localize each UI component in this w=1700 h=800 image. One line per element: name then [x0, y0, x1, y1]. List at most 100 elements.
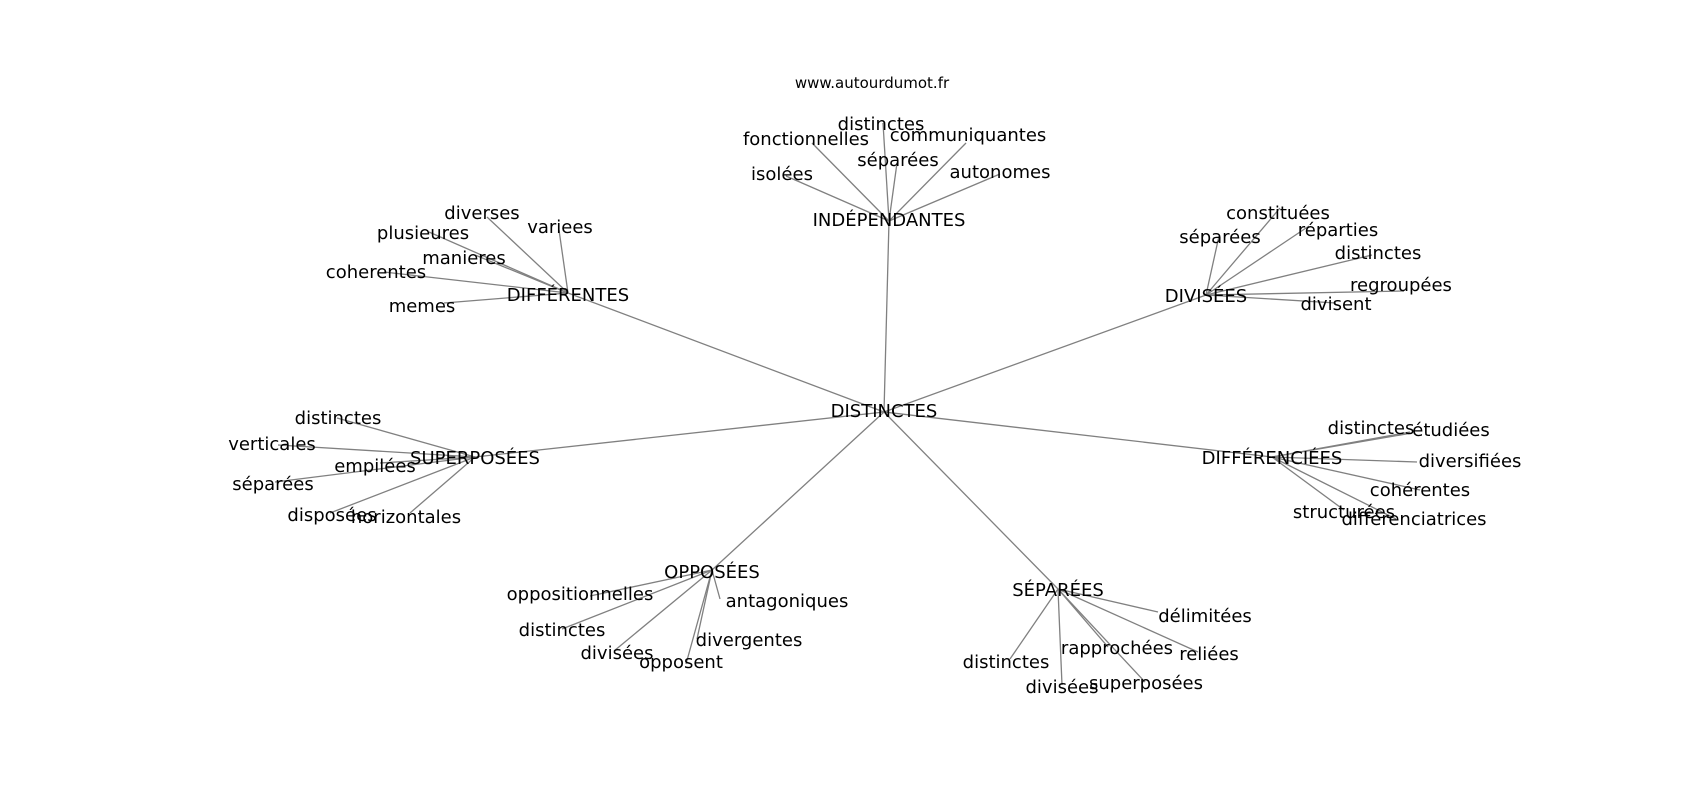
edge-center-to-hub [567, 292, 885, 413]
word-node: opposent [639, 652, 723, 673]
word-node: distinctes [1335, 243, 1422, 264]
edge-hub-to-word [474, 254, 569, 294]
edge-hub-to-word [785, 175, 890, 222]
word-node: fonctionnelles [743, 129, 869, 150]
cluster-node: SÉPARÉES [1012, 579, 1104, 601]
edge-hub-to-word [1205, 254, 1373, 296]
edge-hub-to-word [613, 569, 713, 652]
edge-center-to-hub [883, 294, 1207, 413]
edge-hub-to-word [486, 216, 569, 294]
word-node: divisées [581, 643, 654, 664]
cluster-node: DIFFÉRENCIÉES [1202, 447, 1343, 469]
edge-hub-to-word [1271, 432, 1413, 458]
word-node: manieres [422, 248, 506, 269]
edge-hub-to-word [1205, 290, 1405, 296]
edge-hub-to-word [1057, 588, 1159, 613]
edge-center-to-hub [883, 411, 1059, 590]
word-node: memes [389, 296, 456, 317]
word-node: distinctes [519, 620, 606, 641]
edge-hub-to-word [329, 456, 476, 514]
edge-hub-to-word [888, 173, 1001, 222]
word-node: distinctes [1328, 418, 1415, 439]
word-node: cohérentes [1370, 480, 1470, 501]
edge-hub-to-word [888, 142, 967, 222]
word-node: séparées [1179, 227, 1260, 248]
word-node: distinctes [963, 652, 1050, 673]
edge-hub-to-word [274, 456, 476, 483]
edge-hub-to-word [1271, 456, 1397, 520]
word-node: superposées [1089, 673, 1203, 694]
edge-hub-to-word [1271, 456, 1418, 463]
word-node: horizontales [351, 507, 461, 528]
edge-center-to-hub [883, 220, 890, 413]
edge-hub-to-word [277, 444, 476, 458]
edge-hub-to-word [1271, 456, 1345, 511]
edge-hub-to-word [379, 456, 476, 464]
word-node: séparées [232, 474, 313, 495]
edge-hub-to-word [1205, 207, 1281, 296]
word-node: délimitées [1158, 606, 1252, 627]
edge-hub-to-word [558, 229, 569, 294]
word-node: réparties [1298, 220, 1378, 241]
cluster-node: SUPERPOSÉES [410, 447, 540, 469]
edge-hub-to-word [383, 271, 569, 294]
word-node: regroupées [1350, 275, 1452, 296]
word-node: oppositionnelles [507, 584, 654, 605]
cluster-node: DIVISÉES [1165, 285, 1247, 307]
word-node: différenciatrices [1341, 509, 1486, 530]
word-node: divergentes [696, 630, 803, 651]
edge-hub-to-word [811, 142, 890, 222]
word-node: divisées [1026, 677, 1099, 698]
word-node: coherentes [326, 262, 426, 283]
word-node: séparées [857, 150, 938, 171]
edge-center-to-hub [474, 411, 885, 458]
edge-hub-to-word [882, 122, 890, 222]
word-node: structurées [1293, 502, 1395, 523]
word-node: autonomes [950, 162, 1051, 183]
word-node: reliées [1179, 644, 1239, 665]
word-node: étudiées [1412, 420, 1490, 441]
word-node: disposées [287, 505, 376, 526]
edge-center-to-hub [883, 411, 1273, 458]
site-url: www.autourdumot.fr [795, 74, 950, 92]
edge-hub-to-word [336, 417, 476, 458]
edges-layer [274, 122, 1421, 686]
word-node: plusieures [377, 223, 469, 244]
word-node: variees [527, 217, 593, 238]
edge-hub-to-word [443, 292, 569, 304]
word-node: constituées [1226, 203, 1330, 224]
word-node: isolées [751, 164, 813, 185]
word-node: verticales [228, 434, 316, 455]
cluster-node: INDÉPENDANTES [813, 209, 966, 231]
edge-hub-to-word [1205, 294, 1337, 304]
edge-hub-to-word [1205, 225, 1310, 296]
edge-hub-to-word [1271, 456, 1421, 491]
edge-hub-to-word [409, 456, 476, 514]
word-node: diverses [444, 203, 519, 224]
word-node: diversifiées [1419, 451, 1522, 472]
word-node: distinctes [295, 408, 382, 429]
edge-hub-to-word [711, 569, 721, 600]
edge-hub-to-word [561, 569, 713, 630]
word-node: communiquantes [890, 125, 1047, 146]
edge-hub-to-word [1057, 588, 1063, 686]
word-node: antagoniques [726, 591, 849, 612]
edge-hub-to-word [1205, 235, 1220, 296]
edge-center-to-hub [711, 411, 885, 571]
word-node: divisent [1301, 294, 1372, 315]
cluster-node: OPPOSÉES [664, 561, 760, 583]
cluster-node: DIFFÉRENTES [507, 284, 629, 306]
word-node: empilées [334, 456, 416, 477]
edge-hub-to-word [1009, 588, 1059, 660]
center-node: DISTINCTES [831, 401, 938, 422]
edge-hub-to-word [1057, 588, 1146, 683]
edge-hub-to-word [696, 569, 713, 640]
word-node: distinctes [838, 114, 925, 135]
edge-hub-to-word [888, 162, 898, 222]
word-node: rapprochées [1061, 638, 1173, 659]
edge-hub-to-word [1057, 588, 1199, 653]
edge-hub-to-word [685, 569, 713, 665]
edge-hub-to-word [589, 569, 713, 597]
labels-layer: www.autourdumot.fr DISTINCTES distinctes… [228, 74, 1521, 698]
